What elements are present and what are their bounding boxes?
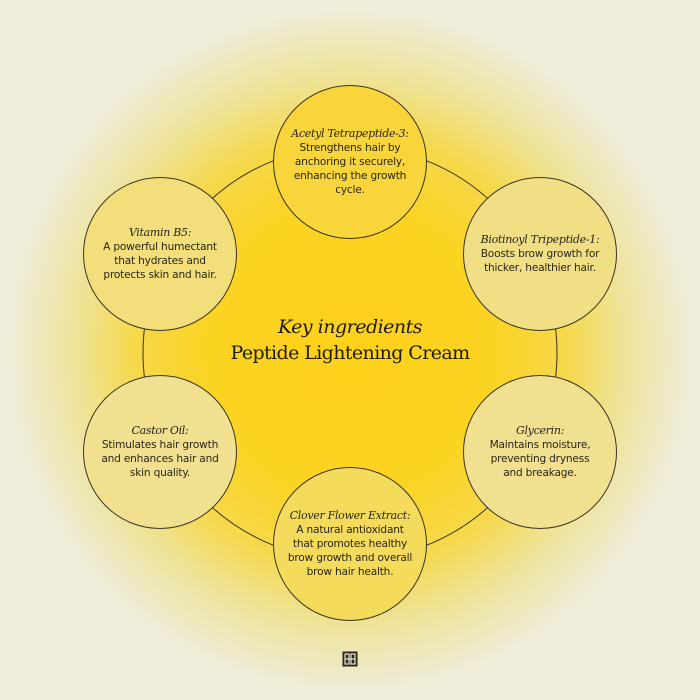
ingredient-name: Clover Flower Extract: <box>289 509 411 522</box>
ingredient-name: Vitamin B5: <box>128 226 192 239</box>
ingredient-description: Strengthens hair by anchoring it securel… <box>293 142 407 196</box>
ingredient-node-vitamin-b5: Vitamin B5: A powerful humectant that hy… <box>83 177 237 331</box>
ingredient-name: Acetyl Tetrapeptide-3: <box>291 127 409 140</box>
ingredient-description: A natural antioxidant that promotes heal… <box>287 524 413 578</box>
brand-logo-icon <box>342 651 358 667</box>
ingredient-description: Maintains moisture, preventing dryness a… <box>489 439 591 479</box>
ingredient-name: Glycerin: <box>515 424 565 437</box>
ingredient-name: Castor Oil: <box>131 424 189 437</box>
center-title: Peptide Lightening Cream <box>230 342 470 364</box>
ingredient-node-acetyl-tetrapeptide-3: Acetyl Tetrapeptide-3: Strengthens hair … <box>273 85 427 239</box>
ingredient-description: Boosts brow growth for thicker, healthie… <box>480 248 600 274</box>
ingredient-description: Stimulates hair growth and enhances hair… <box>101 439 219 479</box>
center-kicker: Key ingredients <box>277 316 423 338</box>
ingredient-node-castor-oil: Castor Oil: Stimulates hair growth and e… <box>83 375 237 529</box>
ingredient-node-clover-flower-extract: Clover Flower Extract: A natural antioxi… <box>273 467 427 621</box>
ingredient-node-glycerin: Glycerin: Maintains moisture, preventing… <box>463 375 617 529</box>
ingredient-name: Biotinoyl Tripeptide-1: <box>480 233 600 246</box>
ingredient-description: A powerful humectant that hydrates and p… <box>103 241 217 281</box>
ingredient-node-biotinoyl-tripeptide-1: Biotinoyl Tripeptide-1: Boosts brow grow… <box>463 177 617 331</box>
